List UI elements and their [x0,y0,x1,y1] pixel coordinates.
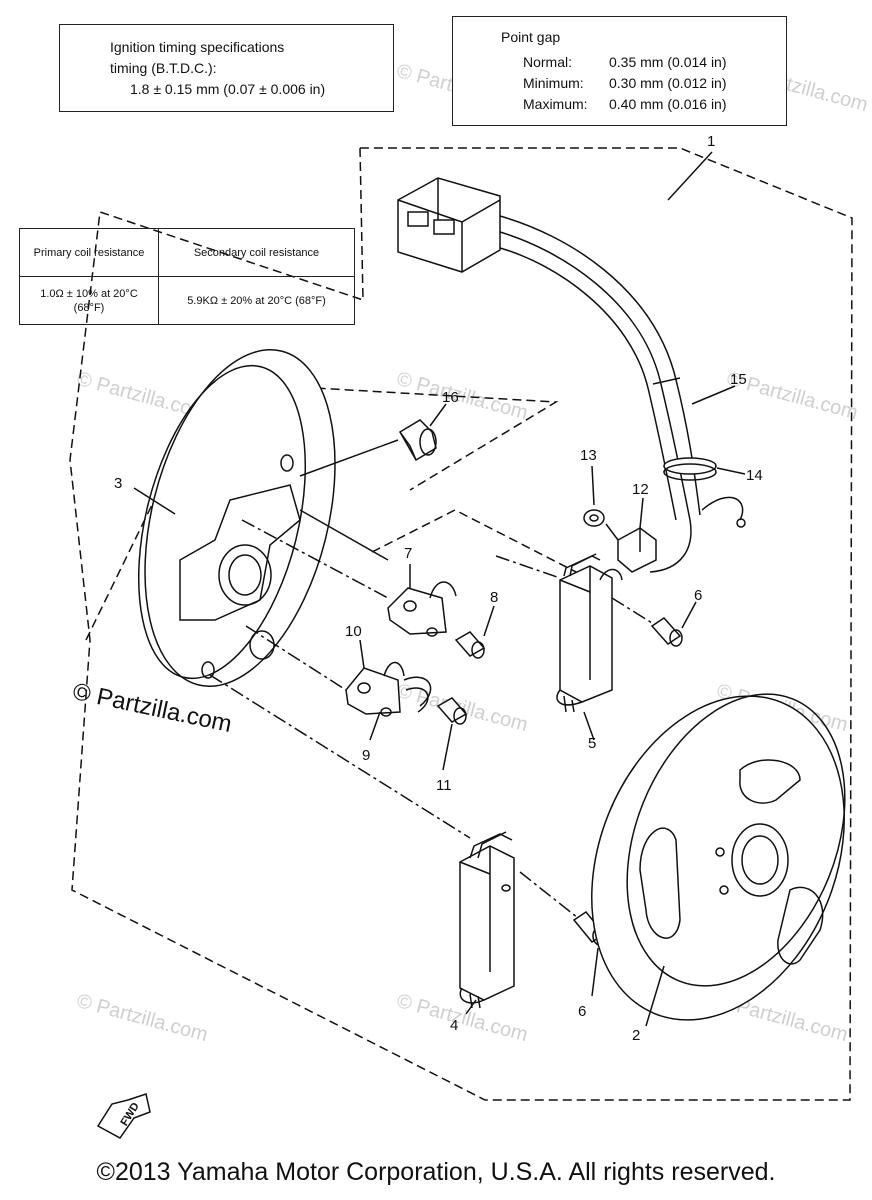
part-label: 2 [632,1027,640,1044]
coil-resistance-table: Primary coil resistance Secondary coil r… [19,228,355,325]
base-plate [137,349,336,687]
point-gap-title: Point gap [501,29,561,45]
table-cell: 1.0Ω ± 10% at 20°C (68°F) [19,276,159,325]
contact-breaker-7 [387,581,457,637]
point-gap-value: 0.40 mm (0.016 in) [609,96,727,112]
table-header: Secondary coil resistance [158,228,355,277]
part-label: 1 [707,133,715,150]
part-label: 4 [450,1017,458,1034]
part-label: 15 [730,371,747,388]
part-label: 7 [404,545,412,562]
part-label: 12 [632,481,649,498]
flywheel-rotor [591,693,846,1021]
leader-1 [667,151,713,201]
connector-plug [397,177,501,273]
ignition-timing-box: Ignition timing specifications timing (B… [59,24,394,112]
connector-boundary [371,509,581,575]
ignition-coil-4 [459,831,515,1009]
part-label: 9 [362,747,370,764]
table-header: Primary coil resistance [19,228,159,277]
screw-11 [436,697,468,725]
part-label: 13 [580,447,597,464]
ignition-subtitle: timing (B.T.D.C.): [110,60,217,76]
point-gap-label: Maximum: [523,96,588,112]
ignition-value: 1.8 ± 0.15 mm (0.07 ± 0.006 in) [130,81,326,97]
point-gap-label: Minimum: [523,75,584,91]
condenser-5 [556,553,623,713]
part-label: 16 [442,389,459,406]
point-gap-value: 0.30 mm (0.012 in) [609,75,727,91]
copyright-notice: ©2013 Yamaha Motor Corporation, U.S.A. A… [96,1158,776,1186]
base-plate-boundary [85,381,559,641]
point-gap-label: Normal: [523,54,573,70]
contact-breaker-10 [345,661,432,717]
part-label: 14 [746,467,763,484]
screw-16 [398,419,437,462]
part-label: 10 [345,623,362,640]
wire-harness [499,231,692,573]
point-gap-value: 0.35 mm (0.014 in) [609,54,727,70]
table-cell: 5.9KΩ ± 20% at 20°C (68°F) [158,276,355,325]
screw-6-right [650,617,683,647]
part-label: 11 [436,777,452,794]
part-label: 3 [114,475,122,492]
part-label: 8 [490,589,498,606]
ignition-title: Ignition timing specifications [110,39,285,55]
point-gap-box: Point gap Normal: 0.35 mm (0.014 in) Min… [452,16,787,126]
part-label: 5 [588,735,596,752]
screw-8 [454,631,486,659]
grommet [663,457,717,475]
bushing [583,509,605,527]
wire-clamp [617,527,657,573]
fwd-arrow [96,1093,151,1139]
part-label: 6 [578,1003,586,1020]
part-label: 6 [694,587,702,604]
